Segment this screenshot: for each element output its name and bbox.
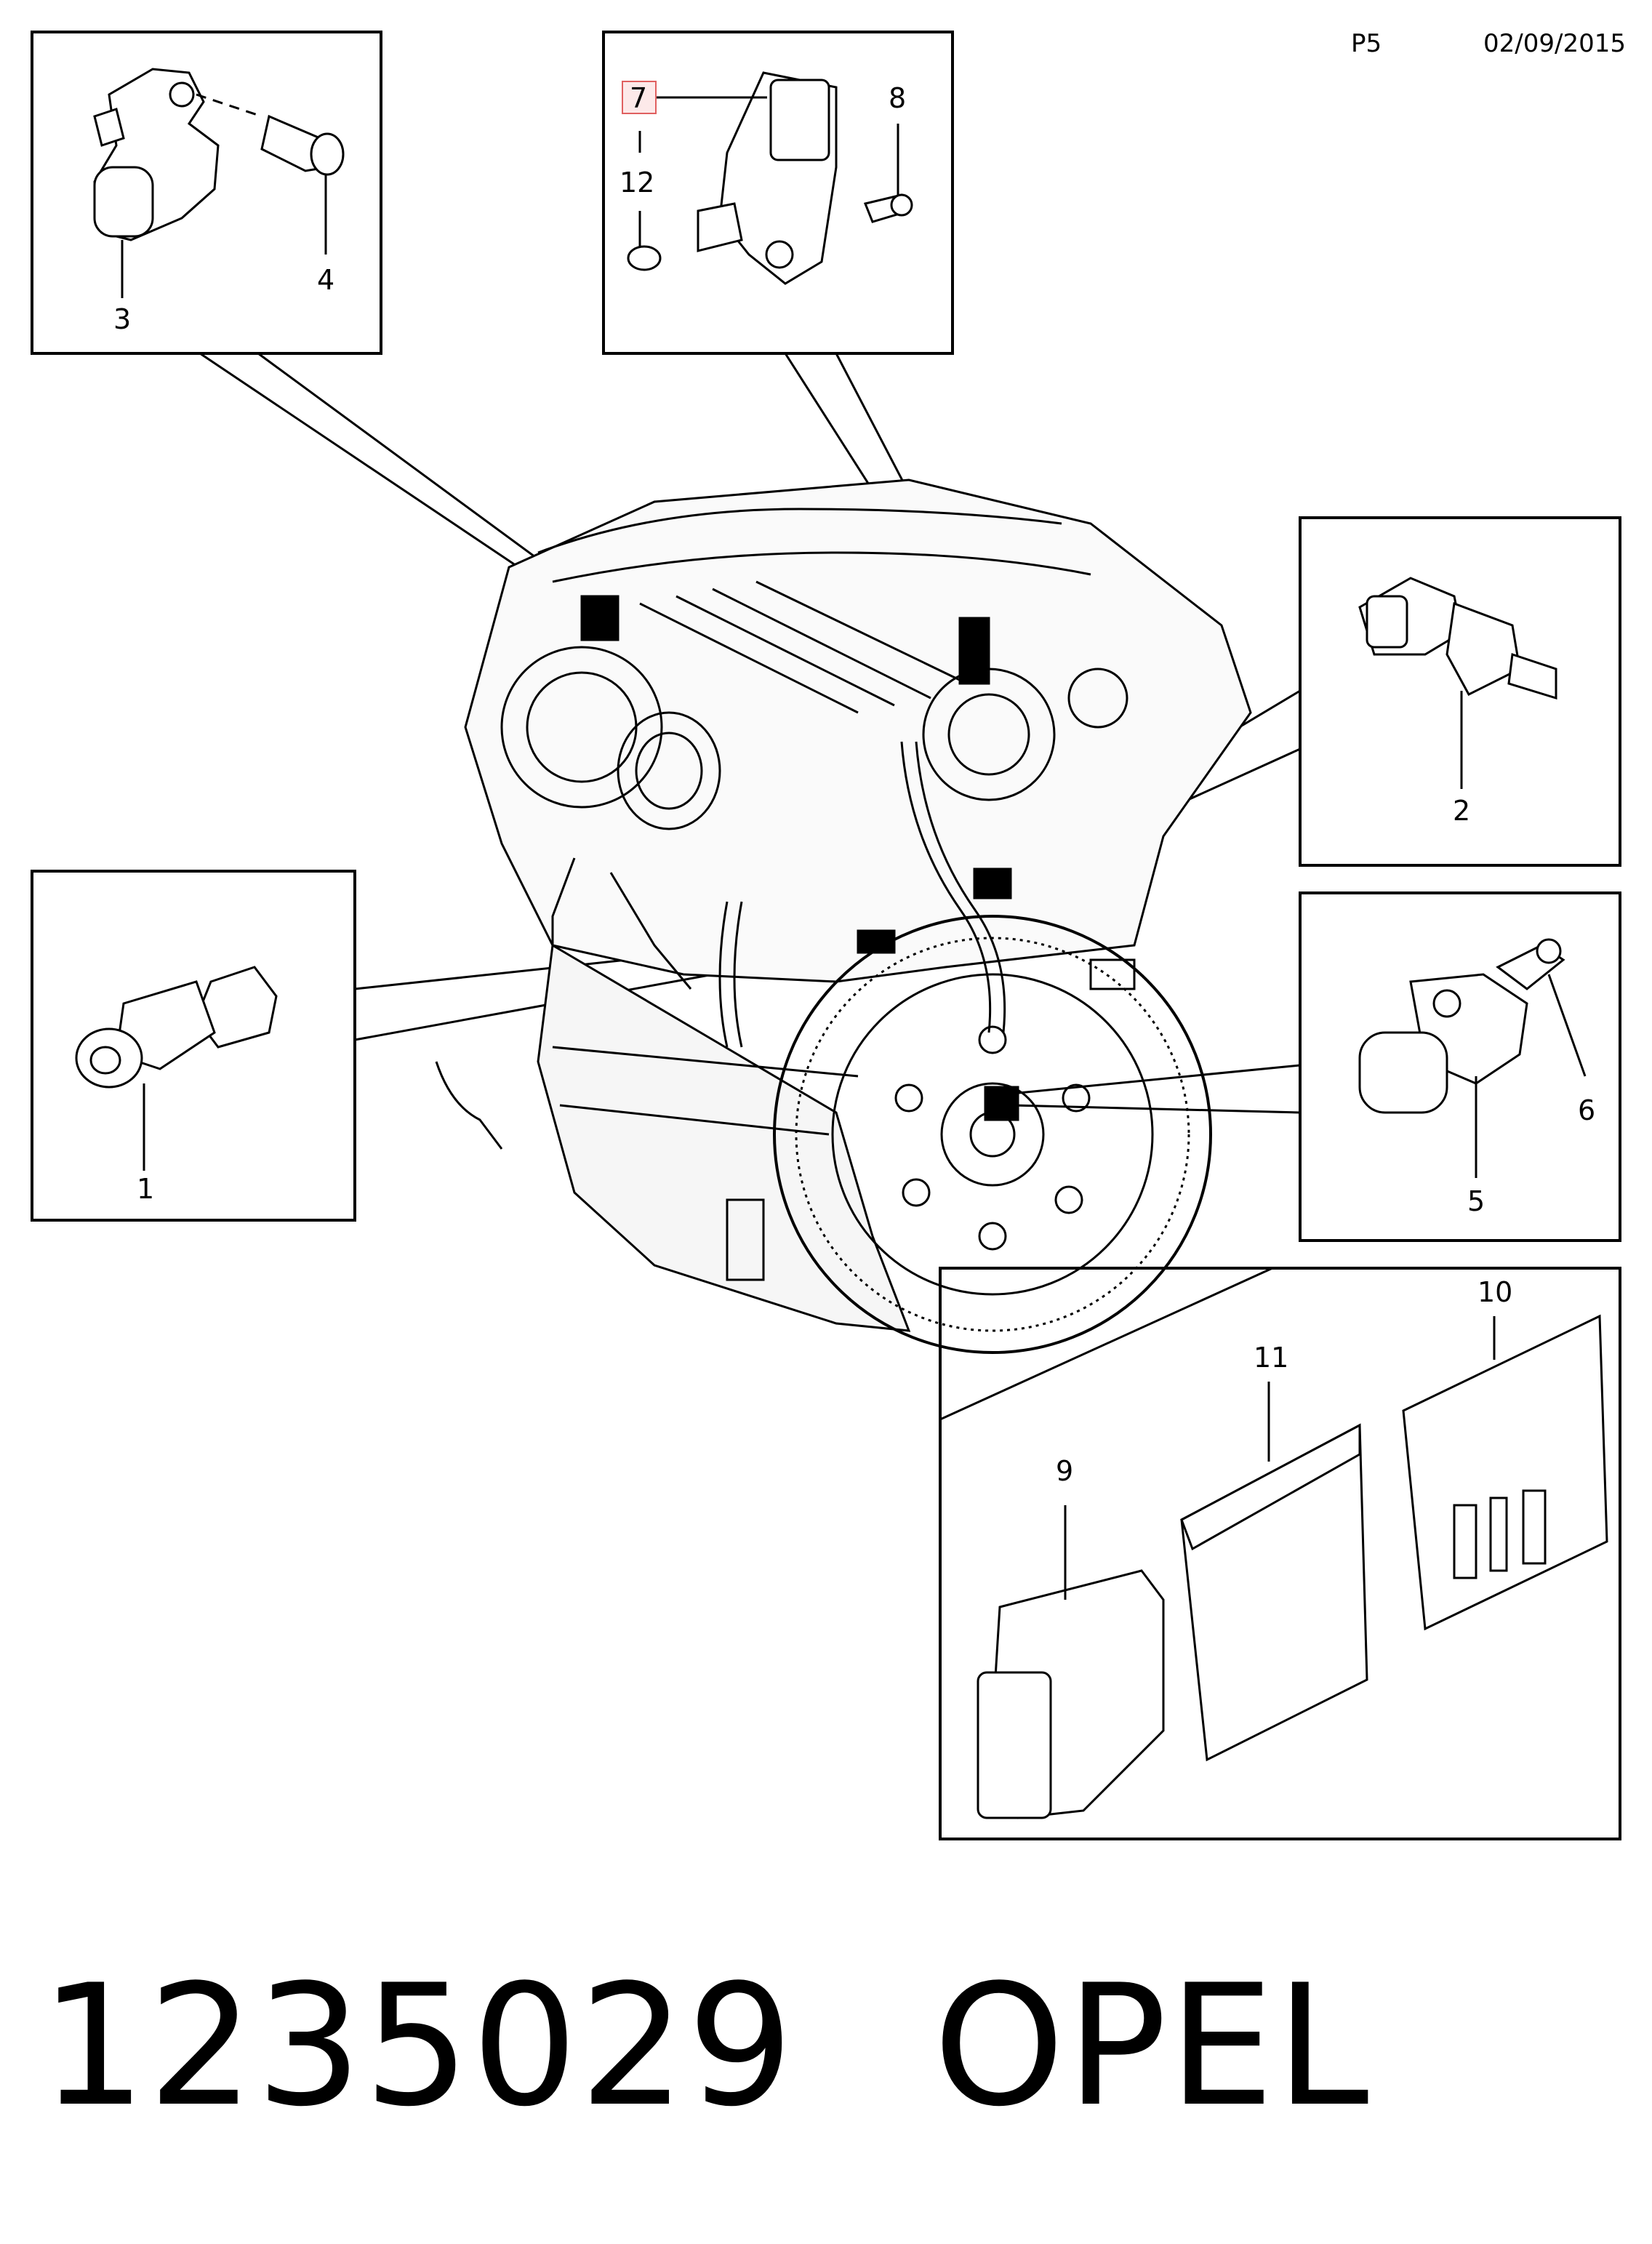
callout-5: 5	[1467, 1185, 1485, 1217]
callout-8: 8	[889, 82, 906, 114]
page-code: P5	[1351, 29, 1382, 58]
callout-3: 3	[113, 303, 131, 335]
page-date: 02/09/2015	[1483, 29, 1626, 58]
temperature-sensor-detail	[1358, 577, 1557, 789]
callout-10: 10	[1477, 1276, 1512, 1308]
callout-11: 11	[1254, 1342, 1288, 1374]
pressure-sensor-detail	[622, 71, 913, 285]
ecu-detail	[977, 1314, 1608, 1819]
oil-pressure-switch-detail	[75, 966, 278, 1171]
part-number: 1235029	[40, 1950, 795, 2144]
engine-illustration	[435, 478, 1252, 1354]
detail-box-7-8-12	[602, 31, 954, 355]
detail-box-5-6	[1299, 891, 1621, 1242]
callout-6: 6	[1578, 1094, 1595, 1126]
brand-name: OPEL	[933, 1950, 1371, 2144]
callout-4: 4	[317, 264, 334, 296]
crankshaft-sensor-detail	[1358, 938, 1587, 1178]
callout-9: 9	[1056, 1455, 1073, 1487]
callout-12: 12	[620, 167, 654, 199]
detail-box-1	[31, 870, 356, 1222]
callout-2: 2	[1453, 795, 1470, 827]
camshaft-sensor-detail	[93, 68, 345, 298]
callout-7: 7	[630, 82, 647, 114]
callout-7-highlight	[622, 81, 657, 114]
callout-1: 1	[137, 1173, 154, 1205]
detail-box-9-10-11	[939, 1267, 1621, 1840]
detail-box-3-4	[31, 31, 382, 355]
